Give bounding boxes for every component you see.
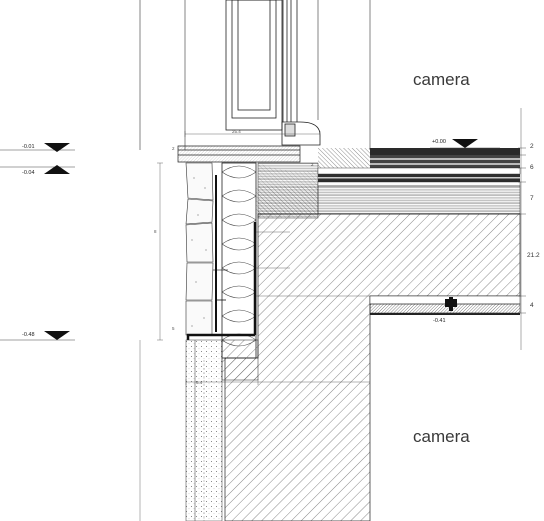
floor-buildup — [256, 148, 521, 215]
wall-insulation — [221, 162, 257, 359]
dim-small-b: 5 — [172, 326, 175, 331]
concrete-structure — [224, 213, 521, 521]
dim-right-2: 6 — [530, 164, 534, 171]
upper-wall — [139, 0, 371, 150]
cladding-mortar — [191, 177, 207, 327]
dim-small-a: 2 — [311, 162, 314, 167]
room-label-lower: camera — [413, 427, 470, 446]
steel-angle — [186, 175, 257, 340]
dim-lower: 6.4 — [196, 380, 203, 385]
level-marker-left-1 — [0, 143, 75, 152]
level-marker-soffit — [420, 297, 500, 314]
room-label-upper: camera — [413, 70, 470, 89]
dim-sill-small: 2 — [172, 146, 175, 151]
dim-right-3: 7 — [530, 195, 534, 202]
dim-right-5: 4 — [530, 302, 534, 309]
level-label-left-1: -0.01 — [22, 144, 35, 150]
level-label-soffit: -0.41 — [433, 318, 446, 324]
lower-dimension — [139, 340, 370, 521]
lower-wall — [185, 339, 259, 521]
level-marker-left-2 — [0, 165, 75, 174]
stone-cladding — [185, 162, 214, 336]
level-label-left-2: -0.04 — [22, 170, 35, 176]
dim-right-1: 2 — [530, 143, 534, 150]
level-label-left-3: -0.48 — [22, 332, 35, 338]
dim-right-4: 21.2 — [527, 252, 540, 259]
right-dimension-chain — [518, 108, 526, 350]
sill-dimension — [184, 131, 321, 137]
cladding-dimension — [157, 162, 163, 341]
stone-sill — [177, 145, 301, 163]
dim-cladding: 8 — [154, 229, 157, 234]
level-marker-left-3 — [0, 331, 75, 341]
level-marker-floor — [430, 139, 500, 149]
window-frame — [225, 0, 321, 146]
level-label-floor: +0.00 — [432, 139, 446, 145]
dim-sill: 25.4 — [232, 129, 241, 134]
